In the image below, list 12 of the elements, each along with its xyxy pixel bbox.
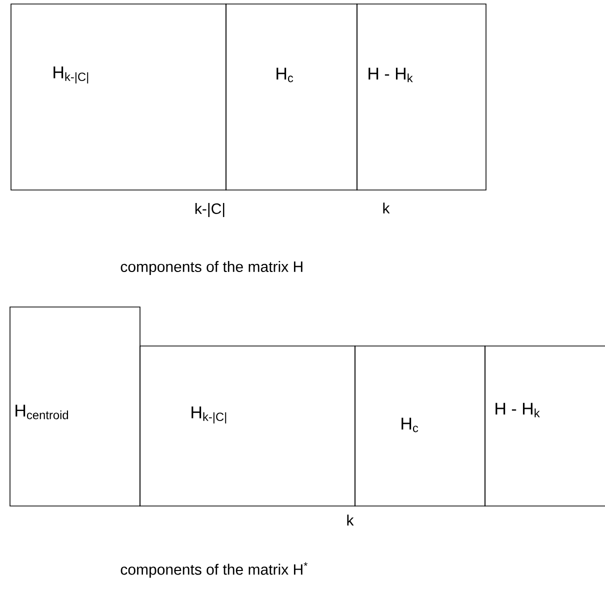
matrix-cell: H$_{centroid}$ (10, 306, 140, 506)
caption: components of the matrix H$^{*}$ (120, 562, 308, 578)
axis-label: k (347, 514, 354, 526)
matrix-cell: H$_{c}$ (226, 4, 358, 190)
caption: components of the matrix H (120, 261, 302, 275)
axis-label: k-|C| (195, 202, 224, 218)
matrix-cell: H$_{k-|C|}$ (10, 4, 226, 190)
matrix-cell: H - H$_{k}$ (356, 4, 486, 190)
matrix-cell: H$_{k-|C|}$ (140, 346, 356, 506)
matrix-cell: H - H$_{k}$ (484, 346, 605, 506)
axis-label: k (383, 202, 390, 214)
matrix-cell: H$_{c}$ (354, 346, 486, 506)
